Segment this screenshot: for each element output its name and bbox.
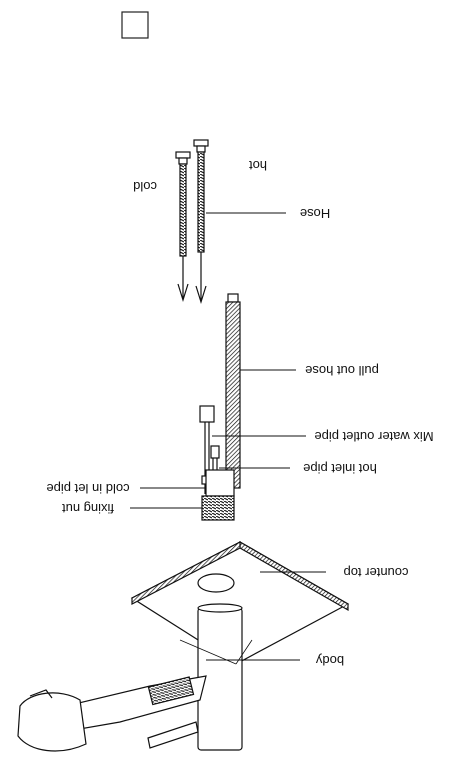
label-cold: cold <box>133 179 157 194</box>
counter-top <box>130 540 350 665</box>
hose-assembly <box>175 139 286 305</box>
label-fixing-nut: fixing nut <box>62 501 114 516</box>
faucet-body <box>17 603 300 752</box>
checkbox-square <box>121 11 149 39</box>
label-hose: Hose <box>300 206 330 221</box>
label-cold-inlet-pipe: cold in let pipe <box>46 481 129 496</box>
label-mix-water-outlet-pipe: Mix water outlet pipe <box>314 429 433 444</box>
pull-out-hose-assembly <box>130 293 306 521</box>
label-counter-top: counter top <box>343 565 408 580</box>
label-hot-inlet-pipe: hot inlet pipe <box>303 461 377 476</box>
label-hot: hot <box>249 158 267 173</box>
label-body: body <box>315 653 344 668</box>
label-pull-out-hose: pull out hose <box>305 363 379 378</box>
